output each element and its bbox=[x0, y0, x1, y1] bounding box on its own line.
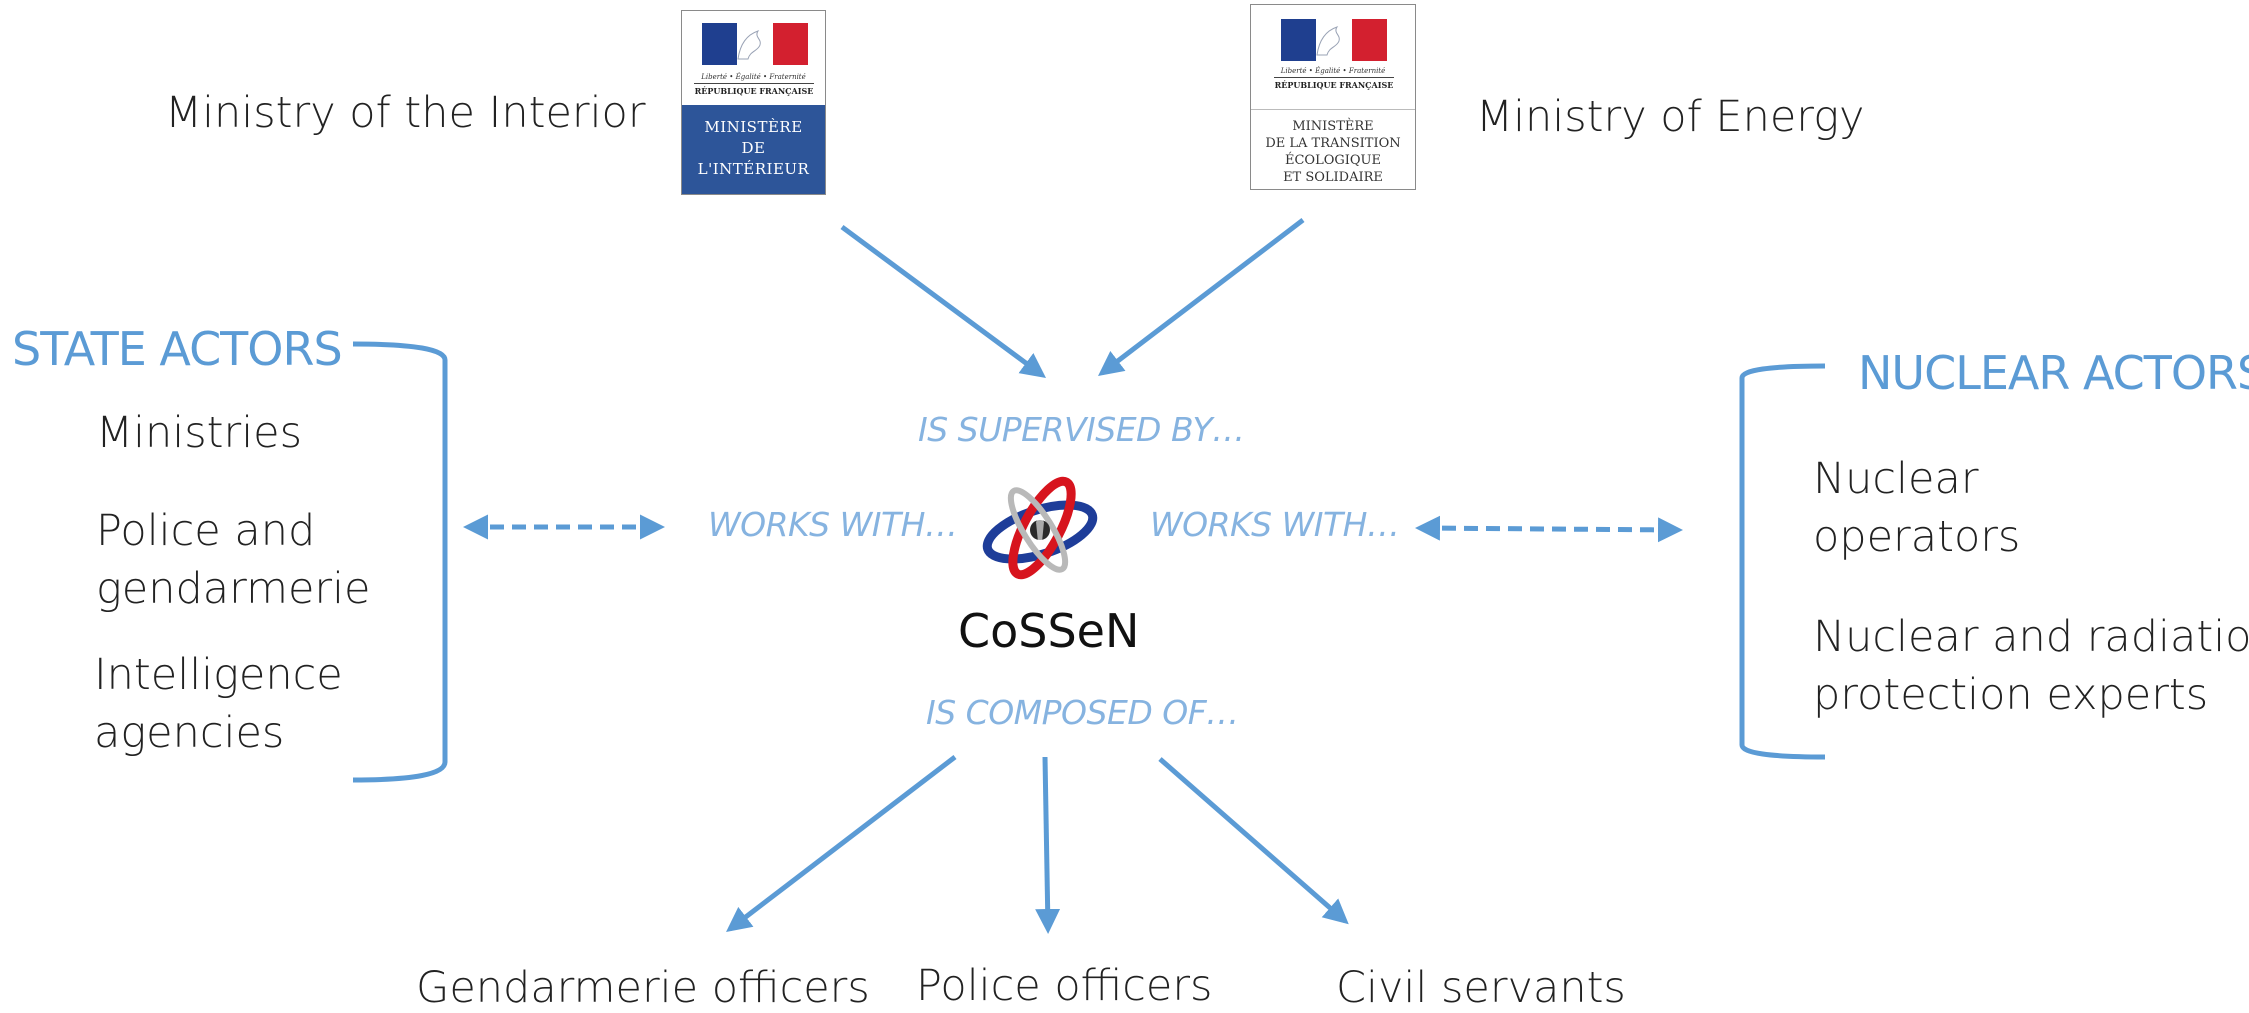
logo-line-1: MINISTÈRE bbox=[704, 118, 803, 136]
logo-line-3: ÉCOLOGIQUE bbox=[1284, 153, 1381, 168]
state-actors-heading: STATE ACTORS bbox=[12, 322, 343, 376]
arrow-center-to-civil bbox=[1158, 757, 1349, 925]
state-actors-bracket bbox=[352, 341, 448, 783]
state-actor-intel-line2: agencies bbox=[94, 708, 285, 758]
logo-line-2: DE bbox=[741, 139, 766, 157]
ministry-interior-label: Ministry of the Interior bbox=[165, 88, 646, 138]
energy-ministry-logo: Liberté • Égalité • Fraternité RÉPUBLIQU… bbox=[1250, 4, 1416, 190]
ministry-energy-label: Ministry of Energy bbox=[1476, 92, 1865, 142]
nuclear-actors-bracket bbox=[1739, 363, 1826, 760]
logo-republic: RÉPUBLIQUE FRANÇAISE bbox=[694, 83, 814, 96]
state-actor-police-line1: Police and bbox=[96, 506, 316, 556]
republic-flag-icon bbox=[702, 23, 808, 65]
marianne-icon bbox=[737, 30, 761, 60]
relation-works-with-left: WORKS WITH… bbox=[708, 505, 958, 544]
dashed-arrow-right bbox=[1415, 515, 1683, 543]
arrow-center-to-police bbox=[1035, 756, 1061, 934]
nuclear-actor-operators-line1: Nuclear bbox=[1813, 454, 1979, 504]
logo-line-2: DE LA TRANSITION bbox=[1265, 136, 1401, 151]
member-civil-servants: Civil servants bbox=[1336, 963, 1626, 1013]
nuclear-actor-experts-line1: Nuclear and radiation bbox=[1813, 612, 2249, 662]
arrow-energy-to-center bbox=[1098, 218, 1305, 377]
logo-motto: Liberté • Égalité • Fraternité bbox=[701, 73, 806, 81]
logo-ministry-text: MINISTÈRE DE LA TRANSITION ÉCOLOGIQUE ET… bbox=[1251, 109, 1415, 186]
relation-works-with-right: WORKS WITH… bbox=[1150, 505, 1400, 544]
nuclear-actors-heading: NUCLEAR ACTORS bbox=[1858, 346, 2249, 400]
nuclear-actor-experts-line2: protection experts bbox=[1813, 670, 2209, 720]
logo-line-1: MINISTÈRE bbox=[1292, 119, 1374, 134]
relation-supervised-by: IS SUPERVISED BY… bbox=[918, 410, 1245, 449]
state-actor-ministries: Ministries bbox=[96, 408, 302, 458]
cossen-name: CoSSeN bbox=[958, 604, 1140, 658]
arrow-center-to-gendarmerie bbox=[726, 755, 957, 933]
logo-republic: RÉPUBLIQUE FRANÇAISE bbox=[1274, 77, 1394, 90]
arrow-interior-to-center bbox=[840, 224, 1047, 378]
state-actor-police-line2: gendarmerie bbox=[96, 564, 371, 614]
cossen-emblem-icon bbox=[982, 476, 1098, 580]
logo-line-3: L'INTÉRIEUR bbox=[697, 160, 810, 178]
relation-composed-of: IS COMPOSED OF… bbox=[926, 693, 1239, 732]
republic-flag-icon bbox=[1281, 19, 1387, 61]
logo-ministry-band: MINISTÈRE DE L'INTÉRIEUR bbox=[682, 105, 825, 194]
marianne-icon bbox=[1316, 26, 1340, 56]
interior-ministry-logo: Liberté • Égalité • Fraternité RÉPUBLIQU… bbox=[681, 10, 826, 195]
logo-line-4: ET SOLIDAIRE bbox=[1283, 170, 1383, 185]
nuclear-actor-operators-line2: operators bbox=[1813, 512, 2021, 562]
member-police-officers: Police officers bbox=[916, 961, 1213, 1011]
state-actor-intel-line1: Intelligence bbox=[94, 650, 343, 700]
logo-motto: Liberté • Égalité • Fraternité bbox=[1280, 67, 1386, 75]
member-gendarmerie-officers: Gendarmerie officers bbox=[416, 963, 870, 1013]
